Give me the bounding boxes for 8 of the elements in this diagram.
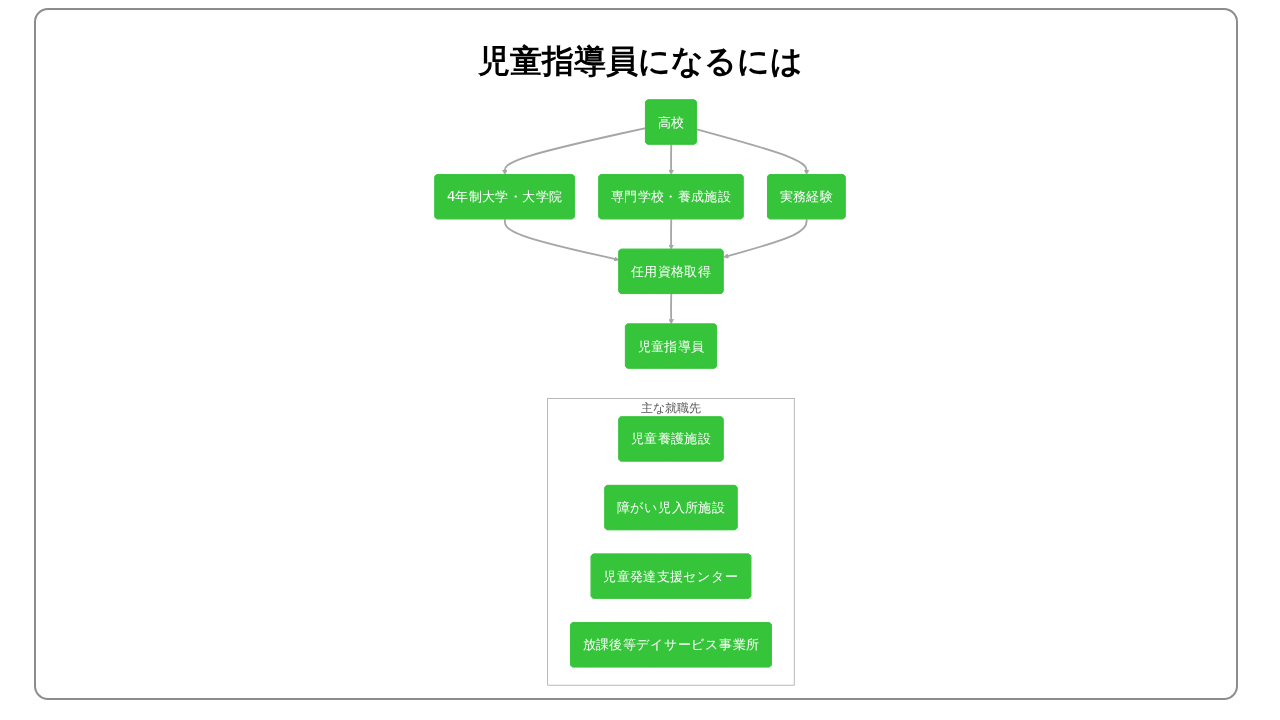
title: 児童指導員になるには	[476, 41, 804, 82]
arrow	[723, 218, 808, 259]
arrow	[668, 292, 674, 325]
arrow	[668, 143, 674, 176]
arrow	[503, 218, 620, 262]
arrow	[502, 127, 647, 176]
arrow	[695, 128, 810, 176]
arrow	[668, 218, 674, 250]
